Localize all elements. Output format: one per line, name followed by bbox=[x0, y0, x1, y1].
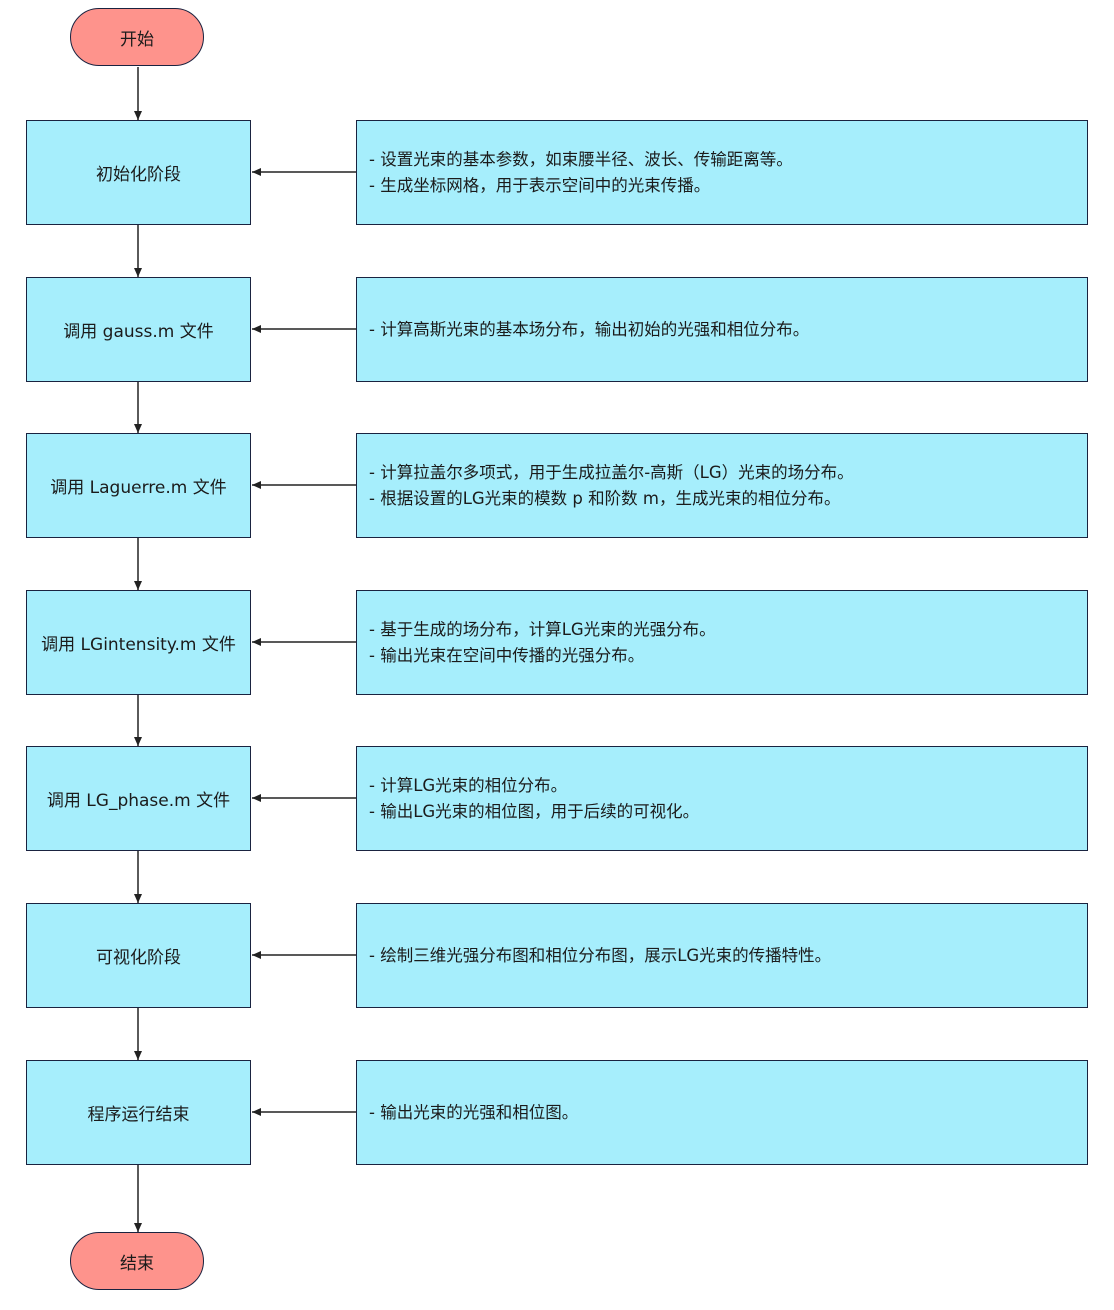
step-note: - 计算LG光束的相位分布。 - 输出LG光束的相位图，用于后续的可视化。 bbox=[356, 746, 1088, 851]
note-line: - 绘制三维光强分布图和相位分布图，展示LG光束的传播特性。 bbox=[369, 945, 832, 965]
step-label: 调用 LG_phase.m 文件 bbox=[46, 791, 231, 811]
note-line: - 输出LG光束的相位图，用于后续的可视化。 bbox=[369, 801, 700, 821]
step-note: - 设置光束的基本参数，如束腰半径、波长、传输距离等。 - 生成坐标网格，用于表示… bbox=[356, 120, 1088, 225]
process-step: 调用 gauss.m 文件 bbox=[26, 277, 251, 382]
note-line: - 计算拉盖尔多项式，用于生成拉盖尔-高斯（LG）光束的场分布。 bbox=[369, 462, 854, 482]
process-step: 调用 Laguerre.m 文件 bbox=[26, 433, 251, 538]
step-label: 调用 gauss.m 文件 bbox=[63, 322, 214, 342]
step-label: 初始化阶段 bbox=[96, 165, 181, 185]
note-line: - 基于生成的场分布，计算LG光束的光强分布。 bbox=[369, 619, 716, 639]
process-step: 调用 LGintensity.m 文件 bbox=[26, 590, 251, 695]
process-step: 可视化阶段 bbox=[26, 903, 251, 1008]
step-note: - 计算拉盖尔多项式，用于生成拉盖尔-高斯（LG）光束的场分布。 - 根据设置的L… bbox=[356, 433, 1088, 538]
note-line: - 输出光束在空间中传播的光强分布。 bbox=[369, 645, 645, 665]
start-label: 开始 bbox=[120, 29, 154, 50]
note-line: - 根据设置的LG光束的模数 p 和阶数 m，生成光束的相位分布。 bbox=[369, 488, 841, 508]
start-terminal: 开始 bbox=[70, 8, 204, 66]
step-label: 调用 LGintensity.m 文件 bbox=[41, 635, 236, 655]
end-label: 结束 bbox=[120, 1253, 154, 1274]
step-label: 程序运行结束 bbox=[87, 1105, 190, 1125]
step-label: 可视化阶段 bbox=[96, 948, 181, 968]
step-note: - 基于生成的场分布，计算LG光束的光强分布。 - 输出光束在空间中传播的光强分布… bbox=[356, 590, 1088, 695]
process-step: 程序运行结束 bbox=[26, 1060, 251, 1165]
process-step: 调用 LG_phase.m 文件 bbox=[26, 746, 251, 851]
step-note: - 绘制三维光强分布图和相位分布图，展示LG光束的传播特性。 bbox=[356, 903, 1088, 1008]
step-note: - 计算高斯光束的基本场分布，输出初始的光强和相位分布。 bbox=[356, 277, 1088, 382]
note-line: - 设置光束的基本参数，如束腰半径、波长、传输距离等。 bbox=[369, 149, 793, 169]
end-terminal: 结束 bbox=[70, 1232, 204, 1290]
note-line: - 生成坐标网格，用于表示空间中的光束传播。 bbox=[369, 175, 711, 195]
process-step: 初始化阶段 bbox=[26, 120, 251, 225]
note-line: - 计算LG光束的相位分布。 bbox=[369, 775, 568, 795]
note-line: - 输出光束的光强和相位图。 bbox=[369, 1102, 579, 1122]
note-line: - 计算高斯光束的基本场分布，输出初始的光强和相位分布。 bbox=[369, 319, 810, 339]
step-label: 调用 Laguerre.m 文件 bbox=[50, 478, 227, 498]
step-note: - 输出光束的光强和相位图。 bbox=[356, 1060, 1088, 1165]
